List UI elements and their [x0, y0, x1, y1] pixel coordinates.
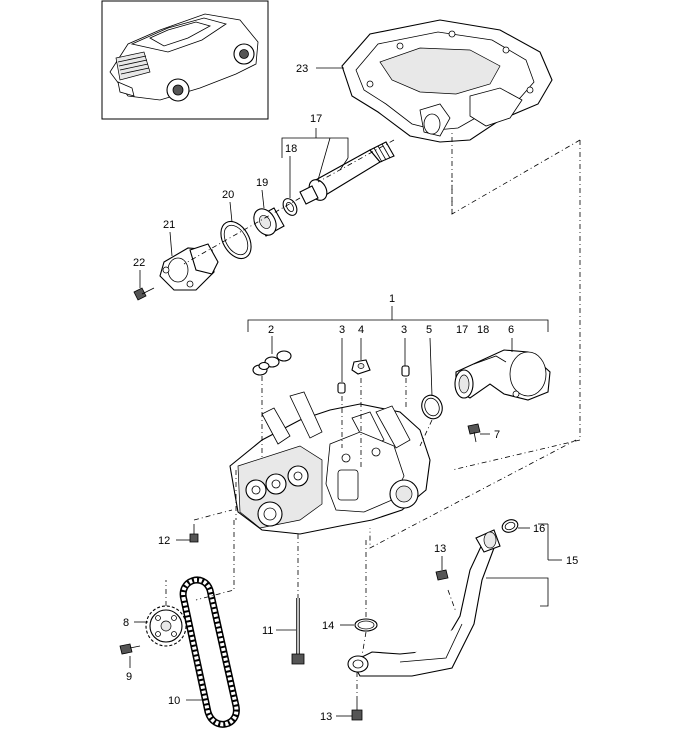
callout-3-right: 3 — [401, 324, 407, 336]
oil-pump-body — [229, 391, 431, 535]
part-3-pin-left — [337, 382, 346, 394]
callout-13-lower: 13 — [320, 711, 332, 723]
callout-15: 15 — [566, 555, 578, 567]
part-23-housing — [341, 19, 553, 143]
part-16-o-ring — [501, 519, 519, 533]
alignment-lines — [165, 130, 581, 696]
part-3-pin-right — [401, 365, 410, 377]
part-9-bolt — [119, 643, 141, 655]
callout-20: 20 — [222, 189, 234, 201]
callout-16: 16 — [533, 523, 545, 535]
part-12-bolt — [189, 524, 199, 543]
callout-labels: 23 17 18 19 20 21 22 1 2 3 4 3 5 17 18 6… — [123, 63, 578, 723]
callout-14: 14 — [322, 620, 334, 632]
part-21-cover — [159, 243, 219, 291]
callout-10: 10 — [168, 695, 180, 707]
callout-leaders — [129, 67, 562, 717]
part-11-long-bolt — [291, 598, 305, 665]
part-7-bolt — [467, 423, 481, 443]
part-5-o-ring — [421, 394, 443, 420]
callout-7: 7 — [494, 429, 500, 441]
callout-6: 6 — [508, 324, 514, 336]
part-10-chain — [179, 576, 240, 728]
callout-12: 12 — [158, 535, 170, 547]
callout-17-bracket: 17 — [456, 324, 468, 336]
callout-8: 8 — [123, 617, 129, 629]
vehicle-thumbnail — [101, 0, 269, 120]
callout-18-bracket: 18 — [477, 324, 489, 336]
callout-4: 4 — [358, 324, 364, 336]
callout-5: 5 — [426, 324, 432, 336]
part-13-bolt-upper — [435, 564, 449, 581]
part-20-o-ring — [220, 220, 252, 260]
part-18-ring — [282, 198, 298, 216]
part-2-seals — [252, 350, 292, 376]
callout-19: 19 — [256, 177, 268, 189]
callout-11: 11 — [262, 625, 273, 637]
callout-23: 23 — [296, 63, 308, 75]
callout-17-top: 17 — [310, 113, 322, 125]
part-19-bushing — [253, 207, 285, 237]
part-13-bolt-lower — [351, 696, 363, 721]
callout-13-upper: 13 — [434, 543, 446, 555]
part-8-sprocket — [145, 605, 187, 647]
callout-9: 9 — [126, 671, 132, 683]
callout-21: 21 — [163, 219, 175, 231]
callout-18-top: 18 — [285, 143, 297, 155]
part-17-valve — [299, 141, 395, 205]
part-6-elbow-pipe — [454, 349, 551, 401]
callout-2: 2 — [268, 324, 274, 336]
part-22-bolt — [133, 287, 155, 301]
part-14-o-ring — [354, 618, 378, 632]
part-4-nut — [351, 359, 371, 375]
callout-1: 1 — [389, 293, 395, 305]
part-15-suction-pipe — [347, 529, 501, 677]
callout-22: 22 — [133, 257, 145, 269]
callout-3-left: 3 — [339, 324, 345, 336]
